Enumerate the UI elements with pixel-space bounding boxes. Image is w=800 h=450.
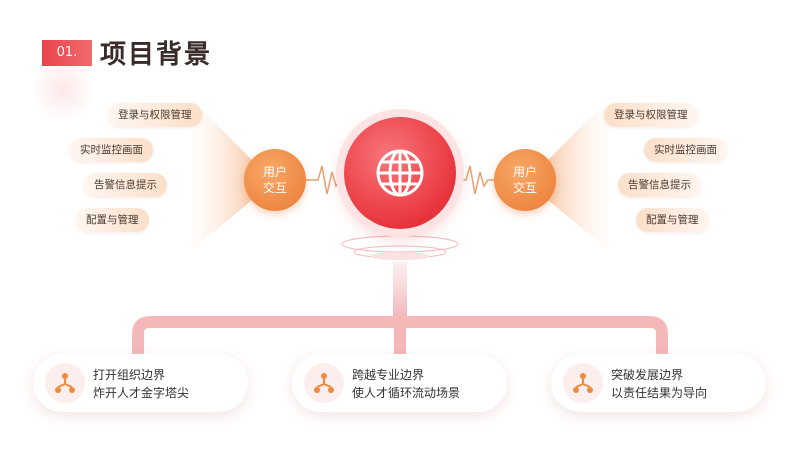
pulse-line-right xyxy=(456,165,494,195)
card-professional-boundary[interactable]: 跨越专业边界 使人才循环流动场景 xyxy=(292,354,507,412)
hierarchy-icon xyxy=(304,363,344,403)
page-title: 项目背景 xyxy=(100,40,213,70)
right-node-label-1: 用户 xyxy=(512,165,537,179)
right-item-login[interactable]: 登录与权限管理 xyxy=(604,103,698,127)
hierarchy-icon xyxy=(563,363,603,403)
hierarchy-icon xyxy=(45,363,85,403)
left-item-monitor[interactable]: 实时监控画面 xyxy=(70,138,153,162)
left-node-label-2: 交互 xyxy=(262,181,287,195)
left-item-alert[interactable]: 告警信息提示 xyxy=(84,173,167,197)
left-cone xyxy=(192,100,252,250)
right-item-monitor[interactable]: 实时监控画面 xyxy=(644,138,727,162)
right-node-label-2: 交互 xyxy=(512,181,537,195)
globe-icon xyxy=(376,149,424,197)
center-stem xyxy=(393,262,407,322)
right-item-config[interactable]: 配置与管理 xyxy=(636,208,709,232)
branch-left xyxy=(132,316,406,366)
right-cone xyxy=(548,100,608,250)
card-2-subtitle: 使人才循环流动场景 xyxy=(352,386,461,400)
left-node-label-1: 用户 xyxy=(262,165,287,179)
section-number: 01. xyxy=(42,40,92,66)
left-item-config[interactable]: 配置与管理 xyxy=(76,208,149,232)
ring-glow xyxy=(370,252,430,260)
card-3-title: 突破发展边界 xyxy=(611,368,684,382)
card-2-title: 跨越专业边界 xyxy=(352,368,425,382)
left-item-login[interactable]: 登录与权限管理 xyxy=(108,103,202,127)
branch-right xyxy=(394,316,668,366)
left-user-interaction-node[interactable]: 用户 交互 xyxy=(244,149,306,211)
pulse-line-left xyxy=(306,165,344,195)
card-1-subtitle: 炸开人才金字塔尖 xyxy=(93,386,190,400)
right-user-interaction-node[interactable]: 用户 交互 xyxy=(494,149,556,211)
card-development-boundary[interactable]: 突破发展边界 以责任结果为导向 xyxy=(551,354,766,412)
center-globe-node[interactable] xyxy=(344,117,456,229)
right-item-alert[interactable]: 告警信息提示 xyxy=(618,173,701,197)
card-1-title: 打开组织边界 xyxy=(93,368,166,382)
card-3-subtitle: 以责任结果为导向 xyxy=(611,386,708,400)
card-organization-boundary[interactable]: 打开组织边界 炸开人才金字塔尖 xyxy=(33,354,248,412)
decor-glow xyxy=(28,60,98,120)
